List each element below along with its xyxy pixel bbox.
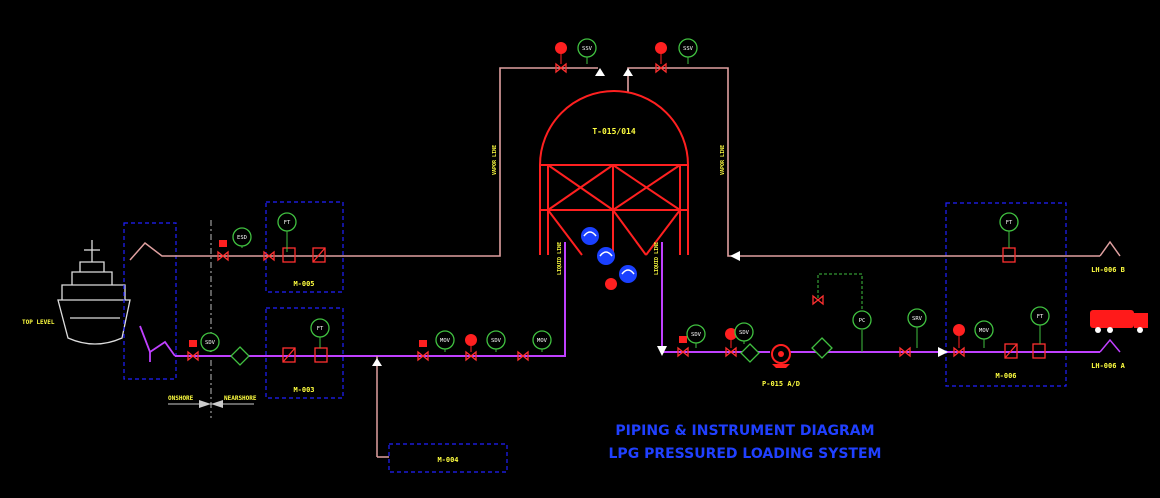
liquid-loading-arm [139,325,176,362]
valve-icons [187,62,965,362]
instrument-label: SDV [205,340,216,346]
module-m005-label: M-005 [293,280,314,288]
arrow-up-m004 [372,358,382,366]
tank-tag: T-015/014 [592,127,636,136]
vapor-line-right-label: VAPOR LINE [720,145,726,175]
strainer-icons [230,337,833,366]
instrument-label: SDV [691,332,702,338]
instrument-label: FT [284,220,291,226]
flow-indicator-icons [581,227,637,283]
loading-arm-box [123,222,177,380]
pump-icon [771,344,791,368]
arrow-right-out [938,347,948,357]
liquid-outlet-arm [1099,338,1121,353]
instrument-sdv-pump1: SDV [686,324,706,348]
instrument-sdv-mid: SDV [486,330,506,352]
instrument-bubbles: ESD FT FT SDV MOV SDV MOV SSV SSV SDV SDV PC SRV MOV F… [200,38,1050,352]
meter-icons [282,247,1046,363]
instrument-label: PC [859,318,866,324]
boundary-left-label: ONSHORE [168,395,194,402]
instrument-srv: SRV [907,308,927,348]
instrument-sdv-liquid: SDV [200,332,220,352]
diagram-title-line2: LPG PRESSURED LOADING SYSTEM [609,446,882,462]
arrow-left-vapor [730,251,740,261]
instrument-mov-out: MOV [974,320,994,348]
vapor-outlet-arm [1099,240,1121,257]
instrument-ft-liquid-in: FT [310,318,330,348]
instrument-label: FT [1006,220,1013,226]
pump-tag: P-015 A/D [762,380,800,388]
pc-signal-line [817,273,863,312]
liquid-line-left [175,242,566,357]
instrument-label: MOV [440,338,451,344]
module-m004-box [388,443,508,473]
instrument-label: SSV [683,46,694,52]
ship-level-label: TOP LEVEL [22,319,55,326]
module-m006-box [945,202,1067,387]
instrument-esd-vapor: ESD [232,227,252,248]
instrument-ft-vapor: FT [277,212,297,252]
vapor-line-left-label: VAPOR LINE [492,145,498,175]
liquid-line-left-label: LIQUID LINE [557,242,563,275]
instrument-mov: MOV [435,330,455,352]
instrument-label: SRV [912,316,923,322]
motor-stems [470,54,960,352]
instrument-ssv-top-left: SSV [577,38,597,64]
truck-icon [1090,310,1148,333]
arrow-up-left [595,68,605,76]
vapor-line-left [175,67,598,257]
outlet-vapor-label: LH-006 B [1091,266,1125,274]
module-m004-label: M-004 [437,456,458,464]
boundary-right-label: NEARSHORE [224,395,257,402]
ship-icon [57,240,131,345]
instrument-label: SDV [739,330,750,336]
instrument-pc: PC [852,310,872,330]
module-m003-label: M-003 [293,386,314,394]
instrument-label: ESD [237,235,247,241]
instrument-sdv-pump2: SDV [734,322,754,344]
actuator-icons [189,240,687,347]
instrument-mov2: MOV [532,330,552,352]
instrument-ssv-top-right: SSV [678,38,698,64]
outlet-liquid-label: LH-006 A [1091,362,1126,370]
vapor-line-right [627,67,1100,257]
sphere-tank [539,90,689,256]
module-m003-box [265,307,344,399]
instrument-label: MOV [979,328,990,334]
instrument-label: SSV [582,46,593,52]
module-m006-label: M-006 [995,372,1016,380]
arrow-up-right [623,68,633,76]
boundary-arrows [199,400,223,408]
instrument-label: SDV [491,338,502,344]
motor-operator-icons [465,42,965,346]
instrument-ft-vap-out: FT [999,212,1019,248]
diagram-title-line1: PIPING & INSTRUMENT DIAGRAM [615,423,874,439]
instrument-label: MOV [537,338,548,344]
arrow-down-pump [657,346,667,356]
instrument-ft-out: FT [1030,306,1050,344]
instrument-label: FT [1037,314,1044,320]
vapor-loading-arm [129,241,175,261]
module-m005-box [265,201,344,293]
instrument-label: FT [317,326,324,332]
liquid-line-right-label: LIQUID LINE [654,242,660,275]
